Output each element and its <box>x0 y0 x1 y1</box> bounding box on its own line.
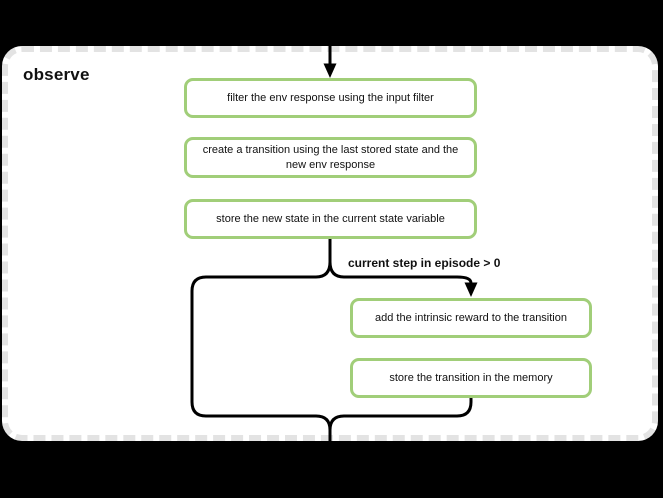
flow-node-filter-env-response: filter the env response using the input … <box>184 78 477 118</box>
page-title: observe <box>23 65 90 84</box>
flow-node-add-intrinsic-reward: add the intrinsic reward to the transiti… <box>350 298 592 338</box>
flow-node-create-transition: create a transition using the last store… <box>184 137 477 178</box>
condition-label: current step in episode > 0 <box>348 256 501 270</box>
flow-node-store-transition: store the transition in the memory <box>350 358 592 398</box>
flow-node-store-new-state: store the new state in the current state… <box>184 199 477 239</box>
